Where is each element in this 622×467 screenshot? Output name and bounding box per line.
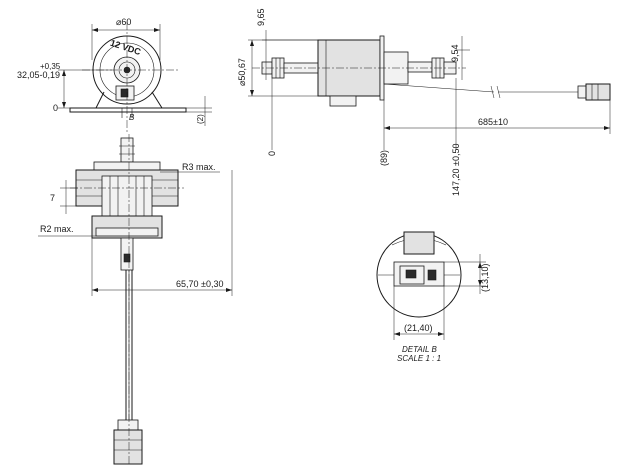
dia5067-label: ⌀50,67 bbox=[237, 58, 247, 86]
detail-title: DETAIL B bbox=[402, 345, 437, 354]
len68510-label: 685±10 bbox=[478, 117, 508, 127]
seven-label: 7 bbox=[50, 193, 55, 203]
detail-width-label: (21,40) bbox=[404, 323, 433, 333]
r2-label: R2 max. bbox=[40, 224, 74, 234]
offset-lower-label: 32,05-0,19 bbox=[17, 70, 60, 80]
paren-two-label: (2) bbox=[196, 114, 205, 124]
h954-label: 9,54 bbox=[450, 44, 460, 62]
paren89-label: (89) bbox=[379, 150, 389, 166]
side-view: 9,65 ⌀50,67 9,54 0 (89) 147,20 ±0,50 685… bbox=[237, 8, 611, 196]
width-6570-label: 65,70 ±0,30 bbox=[176, 279, 223, 289]
len14720-label: 147,20 ±0,50 bbox=[451, 144, 461, 196]
detail-marker-b: B bbox=[129, 113, 135, 122]
top-diameter-label: ⌀60 bbox=[116, 17, 131, 27]
detail-scale: SCALE 1 : 1 bbox=[397, 354, 441, 363]
top-zero-label: 0 bbox=[53, 103, 58, 113]
detail-b: (13,10) (21,40) DETAIL B SCALE 1 : 1 bbox=[376, 231, 490, 363]
r3-label: R3 max. bbox=[182, 162, 216, 172]
top-view: ⌀60 12 VDC B +0,35 32,05-0,19 0 (2) bbox=[17, 17, 212, 132]
voltage-label: 12 VDC bbox=[109, 38, 143, 57]
side-zero-label: 0 bbox=[267, 151, 277, 156]
offset-upper-label: +0,35 bbox=[40, 62, 61, 71]
detail-height-label: (13,10) bbox=[480, 263, 490, 292]
front-view: R3 max. R2 max. 7 65,70 ±0,30 bbox=[38, 134, 233, 466]
h965-label: 9,65 bbox=[256, 8, 266, 26]
